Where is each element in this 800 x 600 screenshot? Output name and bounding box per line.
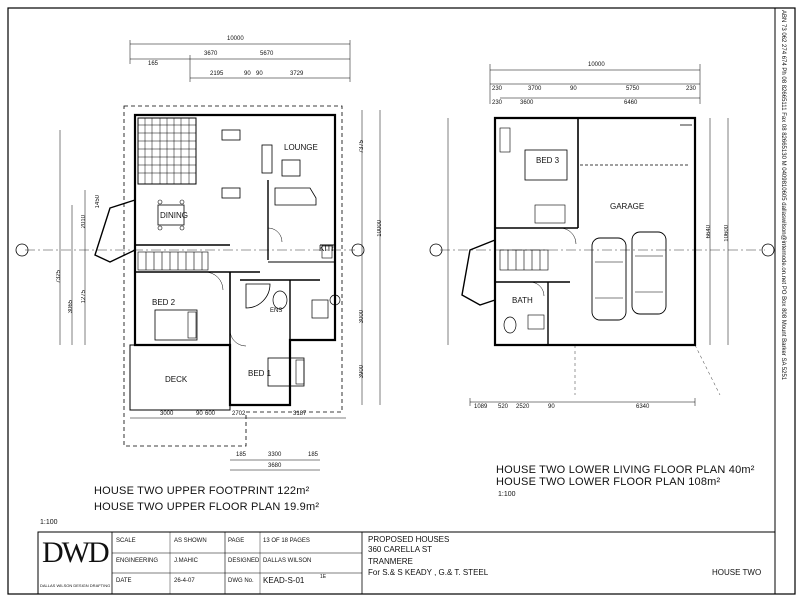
lower-sub-dim: 6460 bbox=[624, 100, 638, 106]
room-bed2: BED 2 bbox=[152, 298, 176, 307]
lower-floor-label: HOUSE TWO LOWER FLOOR PLAN 108m² bbox=[496, 476, 721, 488]
contact-strip-text: ABN 73 062 274 674 Ph 08 82665111 Fax 08… bbox=[780, 10, 786, 381]
lower-top-dim: 230 bbox=[686, 86, 697, 92]
lower-floor-plan bbox=[429, 64, 775, 406]
tb-label-designed: DESIGNED bbox=[228, 558, 260, 564]
tb-label-date: DATE bbox=[116, 578, 132, 584]
room-ensuite: ENS bbox=[270, 308, 283, 314]
upper-scale: 1:100 bbox=[40, 519, 58, 526]
lower-right-dim: 10600 bbox=[724, 225, 730, 242]
lower-top-dim: 230 bbox=[492, 86, 503, 92]
upper-side-dim: 2010 bbox=[81, 215, 87, 229]
upper-floor-label: HOUSE TWO UPPER FLOOR PLAN 19.9m² bbox=[94, 501, 320, 513]
lower-bottom-dim: 90 bbox=[548, 404, 555, 410]
title-block bbox=[37, 531, 776, 595]
firm-logo-caption: DALLAS WILSON DESIGN DRAFTING bbox=[40, 583, 111, 588]
tb-value-date: 26-4-07 bbox=[174, 578, 195, 584]
upper-bottom-dim: 3000 bbox=[160, 411, 174, 417]
lower-bottom-dim: 6340 bbox=[636, 404, 650, 410]
tb-label-engineering: ENGINEERING bbox=[116, 558, 159, 564]
upper-right-dim: 3000 bbox=[359, 310, 365, 324]
tb-value-page: 13 OF 18 PAGES bbox=[263, 538, 310, 544]
upper-bottom-dim2: 185 bbox=[308, 452, 319, 458]
room-bed3: BED 3 bbox=[536, 156, 560, 165]
upper-sub-dim: 90 bbox=[256, 71, 263, 77]
lower-top-dim: 5750 bbox=[626, 86, 640, 92]
upper-footprint-label: HOUSE TWO UPPER FOOTPRINT 122m² bbox=[94, 485, 310, 497]
room-kitchen: KITh bbox=[319, 244, 336, 253]
tb-value-dwg: KEAD-S-01 bbox=[263, 576, 305, 585]
project-line-4: For S.& S KEADY , G.& T. STEEL bbox=[368, 568, 489, 577]
tb-value-scale: AS SHOWN bbox=[174, 538, 207, 544]
upper-side-dim: 7325 bbox=[56, 270, 62, 284]
room-lounge: LOUNGE bbox=[284, 143, 318, 152]
upper-bottom-dim: 600 bbox=[205, 411, 216, 417]
upper-side-dim: 1450 bbox=[95, 195, 101, 209]
project-line-3: TRANMERE bbox=[368, 557, 413, 566]
upper-sub-dim: 3729 bbox=[290, 71, 304, 77]
firm-logo: DWD bbox=[42, 536, 110, 569]
tb-value-engineering: J.MAHIC bbox=[174, 558, 198, 564]
lower-living-label: HOUSE TWO LOWER LIVING FLOOR PLAN 40m² bbox=[496, 464, 755, 476]
lower-bottom-dim: 2520 bbox=[516, 404, 530, 410]
upper-overall-dim: 10000 bbox=[227, 36, 244, 42]
upper-bottom-dim: 3187 bbox=[293, 411, 307, 417]
contact-strip: ABN 73 062 274 674 Ph 08 82665111 Fax 08… bbox=[776, 10, 796, 590]
upper-top-dim: 5670 bbox=[260, 51, 274, 57]
upper-right-dim: 10000 bbox=[377, 220, 383, 237]
room-garage: GARAGE bbox=[610, 202, 645, 211]
tb-revision: 1E bbox=[320, 574, 327, 580]
project-line-1: PROPOSED HOUSES bbox=[368, 535, 450, 544]
tb-label-page: PAGE bbox=[228, 538, 245, 544]
room-dining: DINING bbox=[160, 211, 188, 220]
upper-floor-plan bbox=[15, 40, 381, 471]
lower-top-dim: 90 bbox=[570, 86, 577, 92]
upper-top-dim: 3670 bbox=[204, 51, 218, 57]
upper-top-dim: 165 bbox=[148, 61, 159, 67]
upper-sub-dim: 90 bbox=[244, 71, 251, 77]
lower-bottom-dim: 520 bbox=[498, 404, 509, 410]
house-label: HOUSE TWO bbox=[712, 568, 762, 577]
room-bath: BATH bbox=[512, 296, 533, 305]
tb-label-scale: SCALE bbox=[116, 538, 136, 544]
room-bed1: BED 1 bbox=[248, 369, 272, 378]
upper-right-dim: 7375 bbox=[359, 140, 365, 154]
upper-bottom-dim2: 3300 bbox=[268, 452, 282, 458]
upper-side-dim: 3065 bbox=[68, 300, 74, 314]
lower-top-dim: 3700 bbox=[528, 86, 542, 92]
tb-label-dwg: DWG No. bbox=[228, 578, 254, 584]
lower-right-dim: 6640 bbox=[706, 225, 712, 239]
upper-right-dim: 3900 bbox=[359, 365, 365, 379]
upper-sub-dim: 2195 bbox=[210, 71, 224, 77]
upper-bottom-dim: 2702 bbox=[232, 411, 246, 417]
room-deck: DECK bbox=[165, 375, 188, 384]
lower-overall-dim: 10000 bbox=[588, 62, 605, 68]
upper-bottom-dim2: 185 bbox=[236, 452, 247, 458]
tb-value-designed: DALLAS WILSON bbox=[263, 558, 312, 564]
lower-sub-dim: 3600 bbox=[520, 100, 534, 106]
upper-side-dim: 1275 bbox=[81, 290, 87, 304]
lower-scale: 1:100 bbox=[498, 491, 516, 498]
upper-bottom-dim: 90 bbox=[196, 411, 203, 417]
upper-bottom-dim2: 3680 bbox=[268, 463, 282, 469]
lower-bottom-dim: 1089 bbox=[474, 404, 488, 410]
project-line-2: 360 CARELLA ST bbox=[368, 545, 433, 554]
lower-sub-dim: 230 bbox=[492, 100, 503, 106]
